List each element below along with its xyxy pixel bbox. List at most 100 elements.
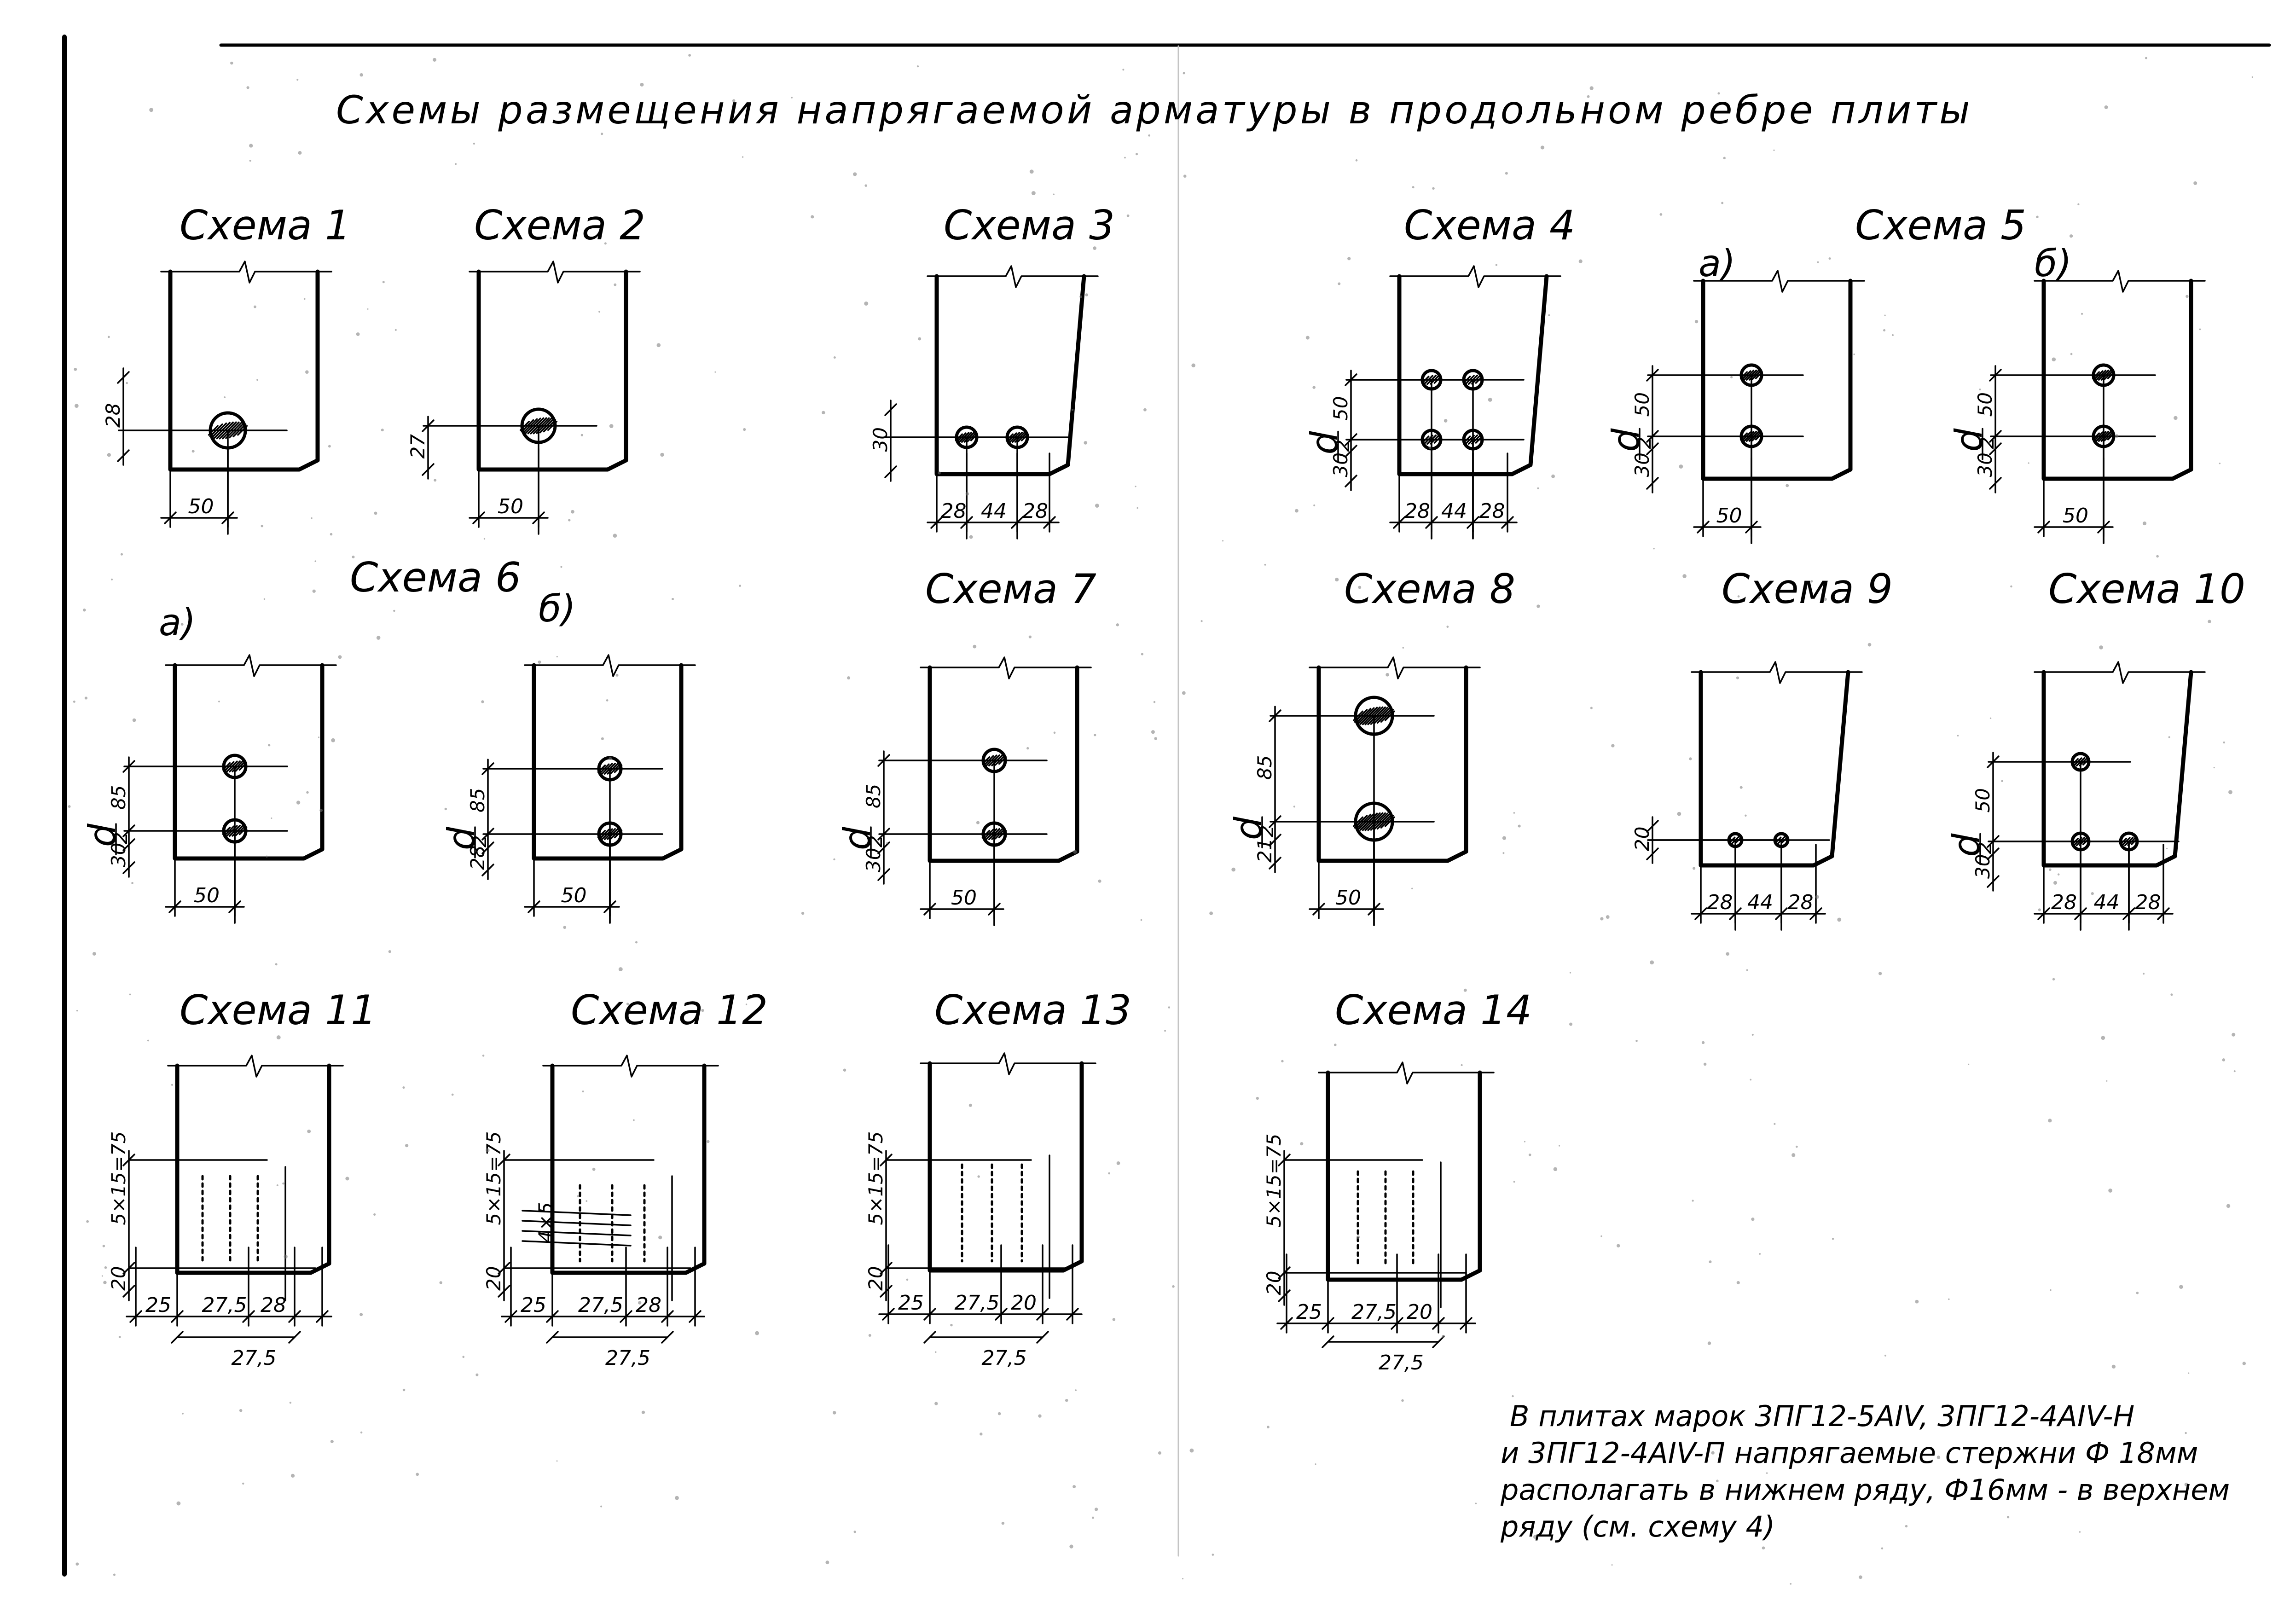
noise-speck [83, 609, 86, 612]
noise-speck [688, 54, 691, 57]
dim-tick [1066, 1308, 1079, 1321]
noise-speck [755, 1331, 759, 1335]
noise-speck [1189, 1448, 1194, 1453]
scheme-title: Схема 11 [180, 986, 377, 1034]
noise-speck [1264, 563, 1266, 566]
noise-speck [997, 1412, 1001, 1415]
noise-speck [256, 379, 258, 381]
noise-speck [2185, 1432, 2187, 1434]
noise-speck [393, 609, 395, 612]
dim-tick [1269, 857, 1281, 870]
noise-speck [2219, 463, 2221, 464]
dim-tick [1989, 369, 2002, 382]
noise-speck [416, 1473, 419, 1476]
dim-tick [1278, 1266, 1291, 1279]
dim-tick [1278, 1154, 1291, 1166]
dim-tick [498, 1154, 510, 1166]
noise-speck [1495, 264, 1498, 266]
noise-speck [1853, 353, 1855, 355]
bottom-dim-label: 25 [1296, 1300, 1322, 1324]
noise-speck [656, 343, 661, 348]
bottom-dim-label: 27,5 [578, 1293, 623, 1317]
noise-speck [1650, 960, 1654, 965]
noise-speck [968, 1103, 972, 1107]
noise-speck [289, 1401, 292, 1404]
left-dim-label: 5×15=75 [482, 1131, 505, 1225]
noise-speck [938, 471, 941, 475]
noise-speck [1073, 850, 1077, 854]
noise-speck [550, 237, 552, 239]
noise-speck [600, 1505, 603, 1508]
noise-speck [811, 215, 814, 219]
top-break-line [469, 261, 641, 284]
left-dim-label: 5×15=75 [864, 1131, 887, 1225]
dim-tick [620, 1310, 632, 1323]
noise-speck [1079, 295, 1082, 298]
dim-tick [923, 903, 936, 916]
noise-speck [305, 370, 309, 374]
noise-speck [973, 644, 977, 649]
noise-speck [1084, 441, 1088, 445]
bottom-dim-label: 50 [194, 884, 220, 907]
noise-speck [1533, 1535, 1537, 1539]
noise-speck [1463, 988, 1467, 992]
noise-speck [2006, 1516, 2010, 1519]
note-line-1: В плитах марок 3ПГ12-5АIV, 3ПГ12-4АIV-Н [1510, 1399, 2134, 1433]
dim-tick [1745, 521, 1758, 534]
dim-tick [221, 511, 234, 524]
noise-speck [592, 1167, 596, 1171]
noise-speck [1053, 731, 1056, 734]
noise-speck [455, 163, 457, 165]
noise-speck [1135, 153, 1138, 156]
bottom-dim-label: 50 [561, 884, 587, 907]
dim-tick [1987, 847, 2000, 860]
noise-speck [1411, 887, 1413, 889]
noise-speck [1347, 257, 1351, 261]
noise-speck [833, 356, 836, 359]
dim-tick [117, 449, 130, 462]
noise-speck [1745, 814, 1747, 817]
noise-speck [1905, 1525, 1908, 1528]
rib-outline [1699, 670, 1850, 868]
dim-tick [877, 828, 890, 841]
dim-label-2: 2 [1331, 440, 1354, 452]
noise-speck [2242, 1362, 2246, 1365]
noise-speck [2048, 1119, 2052, 1123]
variant-label: а) [159, 601, 196, 644]
left-dim-label: 30 [1329, 452, 1352, 477]
top-break-line [1693, 270, 1865, 293]
noise-speck [276, 1184, 278, 1186]
noise-speck [1736, 676, 1739, 679]
noise-speck [1528, 1153, 1531, 1156]
noise-speck [2166, 847, 2168, 849]
noise-speck [1073, 1485, 1076, 1489]
dim-tick [1269, 709, 1281, 722]
noise-speck [242, 1482, 244, 1485]
dim-label-2: 2 [1255, 825, 1278, 837]
noise-speck [1212, 1554, 1214, 1556]
dim-tick [2037, 907, 2050, 920]
left-dim-label: 50 [1631, 392, 1653, 417]
noise-speck [1136, 507, 1138, 509]
noise-speck [182, 1413, 184, 1415]
dim-tick [122, 838, 135, 851]
noise-speck [1757, 596, 1760, 599]
noise-speck [382, 281, 385, 284]
noise-speck [101, 1275, 103, 1277]
dim-label-2: 2 [468, 835, 491, 847]
dim-tick [1280, 1317, 1293, 1330]
rib-outline [1397, 274, 1549, 476]
noise-speck [934, 1351, 937, 1353]
noise-speck [1356, 1235, 1360, 1239]
noise-speck [1878, 972, 1882, 975]
noise-speck [2193, 181, 2197, 185]
noise-speck [1315, 1463, 1316, 1465]
noise-speck [1153, 701, 1156, 703]
noise-speck [1832, 1238, 1834, 1240]
dim-tick [129, 1310, 142, 1323]
noise-speck [1256, 1096, 1259, 1100]
noise-speck [2081, 313, 2083, 315]
noise-speck [1183, 72, 1185, 75]
